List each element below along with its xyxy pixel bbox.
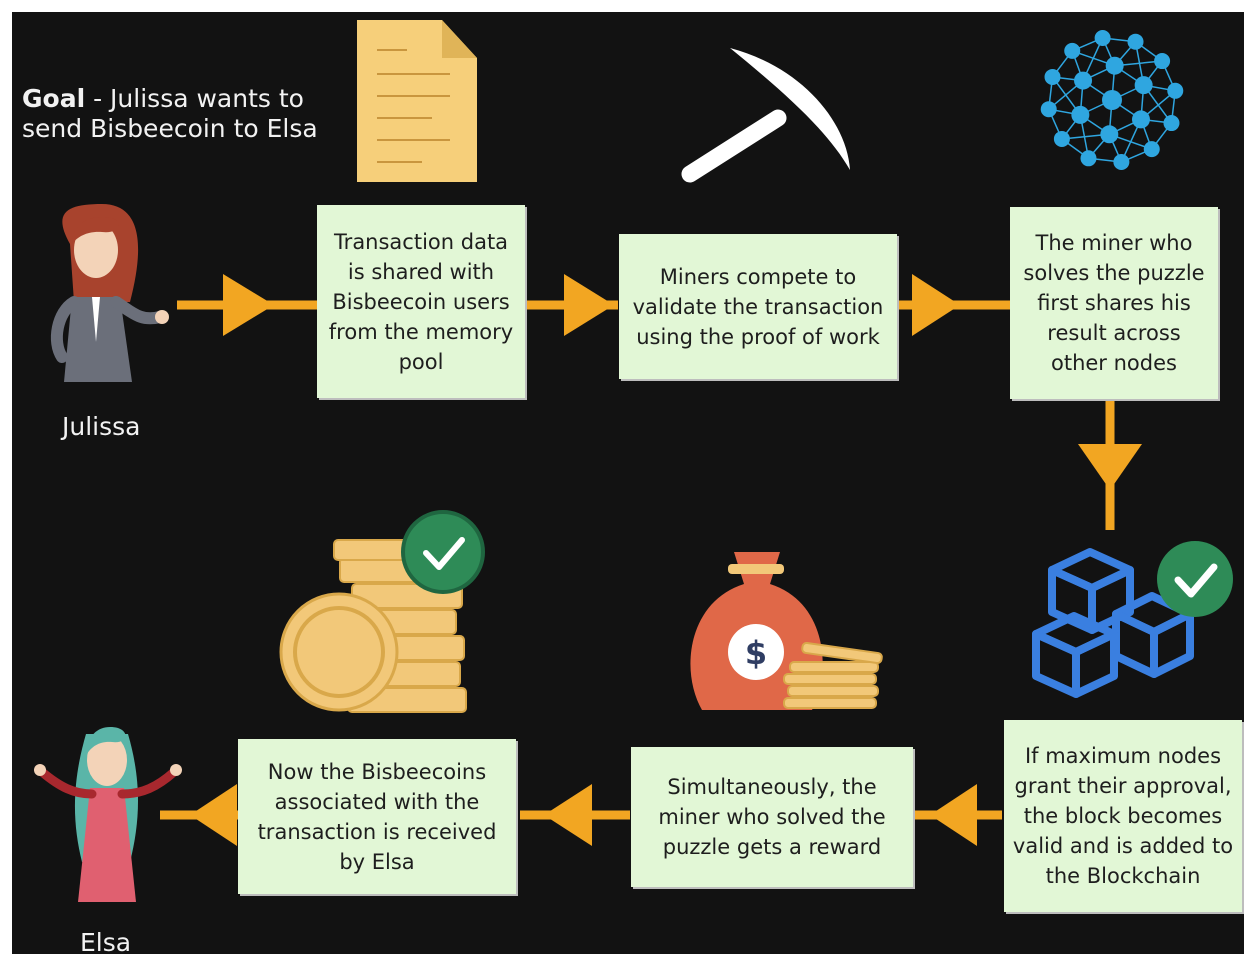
- dollar-symbol: $: [745, 634, 767, 672]
- step-2-box: Miners compete to validate the transacti…: [619, 234, 897, 379]
- step-1-box: Transaction data is shared with Bisbeeco…: [317, 205, 525, 398]
- network-node: [1064, 42, 1081, 59]
- julissa-avatar: [50, 204, 169, 382]
- network-node: [1080, 150, 1097, 167]
- diagram-graphics: $: [34, 20, 1233, 902]
- network-node: [1134, 76, 1153, 95]
- network-node: [1044, 68, 1061, 85]
- network-node: [1163, 115, 1180, 132]
- network-node: [1102, 90, 1122, 110]
- approved-check-icon: [1157, 541, 1233, 617]
- network-node: [1053, 130, 1070, 147]
- network-node: [1094, 29, 1111, 46]
- arrow-step1-to-step2: [526, 274, 618, 336]
- network-node: [1113, 154, 1130, 171]
- network-node: [1131, 110, 1150, 129]
- arrow-step5-to-step6: [520, 784, 630, 846]
- elsa-avatar: [34, 727, 182, 902]
- network-node: [1040, 101, 1057, 118]
- network-node: [1074, 71, 1093, 90]
- step-6-box: Now the Bisbeecoins associated with the …: [238, 739, 516, 894]
- network-node: [1154, 53, 1171, 70]
- goal-label: Goal: [22, 84, 86, 113]
- network-node: [1167, 82, 1184, 99]
- network-node: [1105, 56, 1124, 75]
- money-bag-icon: $: [690, 552, 883, 710]
- arrow-step2-to-step3: [898, 274, 1010, 336]
- goal-description: - Julissa wants to send Bisbeecoin to El…: [22, 84, 318, 143]
- receiver-name: Elsa: [80, 928, 132, 954]
- network-node: [1127, 33, 1144, 50]
- sender-name: Julissa: [62, 412, 141, 441]
- arrow-julissa-to-step1: [177, 274, 317, 336]
- network-node: [1071, 105, 1090, 124]
- arrow-step6-to-elsa: [160, 784, 238, 846]
- arrows: [160, 274, 1142, 846]
- pickaxe-icon: [681, 48, 850, 183]
- flow-diagram: Goal - Julissa wants to send Bisbeecoin …: [12, 12, 1244, 954]
- step-2-text: Miners compete to validate the transacti…: [632, 264, 884, 349]
- goal-text: Goal - Julissa wants to send Bisbeecoin …: [22, 84, 342, 144]
- document-icon: [357, 20, 477, 182]
- step-6-text: Now the Bisbeecoins associated with the …: [257, 759, 497, 874]
- arrow-step3-to-blocks: [1078, 400, 1142, 530]
- network-icon: [1040, 29, 1184, 171]
- network-node: [1100, 125, 1119, 144]
- step-4-box: If maximum nodes grant their approval, t…: [1004, 720, 1242, 912]
- step-3-box: The miner who solves the puzzle first sh…: [1010, 207, 1218, 399]
- step-5-box: Simultaneously, the miner who solved the…: [631, 747, 913, 887]
- step-3-text: The miner who solves the puzzle first sh…: [1023, 231, 1205, 375]
- coin-stack-icon: [279, 510, 485, 713]
- network-node: [1143, 141, 1160, 158]
- arrow-step4-to-step5: [914, 784, 1002, 846]
- step-4-text: If maximum nodes grant their approval, t…: [1012, 744, 1234, 888]
- step-1-text: Transaction data is shared with Bisbeeco…: [328, 229, 514, 374]
- step-5-text: Simultaneously, the miner who solved the…: [658, 775, 886, 859]
- blockchain-blocks-icon: [1032, 548, 1194, 698]
